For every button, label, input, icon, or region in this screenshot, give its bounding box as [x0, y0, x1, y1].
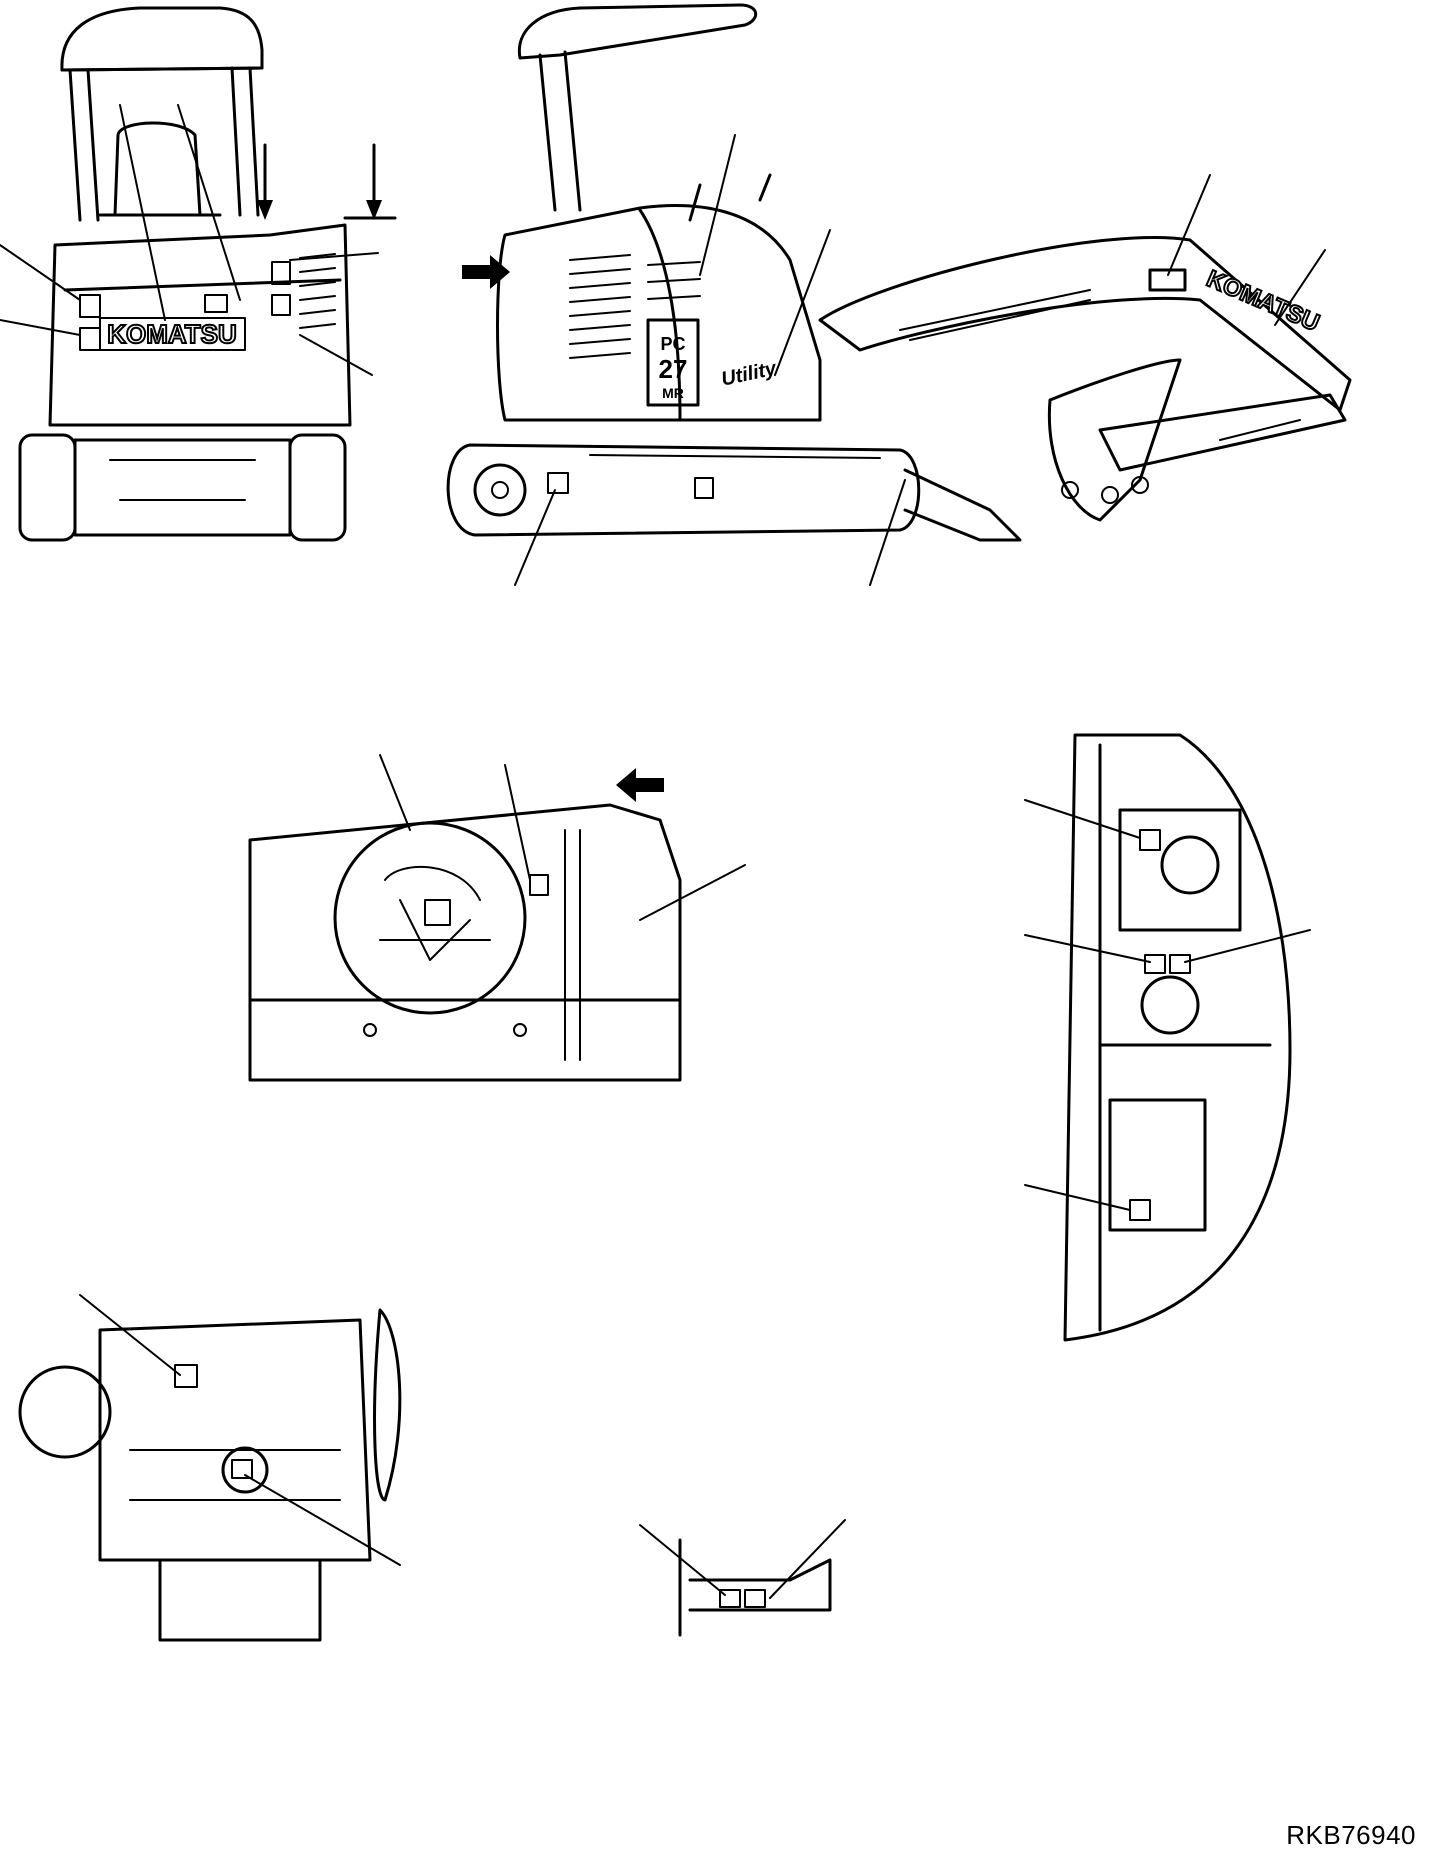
model-badge-line1: PC — [660, 334, 685, 354]
engine-view — [18, 1294, 402, 1642]
utility-badge: Utility — [719, 357, 779, 390]
rear-decal-d — [271, 261, 291, 285]
rear-decal-e — [271, 294, 291, 316]
detail-decal-a — [719, 1589, 741, 1608]
engine-bay-decal-b — [529, 874, 549, 896]
side-view-excavator: PC 27 MR Utility KOMATSU — [446, 3, 1352, 586]
view-direction-arrow-icon — [462, 255, 510, 289]
detail-decal-b — [744, 1589, 766, 1608]
view-direction-arrow-left-icon — [616, 768, 664, 802]
rear-decal-c — [79, 327, 101, 351]
rear-decal-a — [204, 294, 228, 313]
model-badge-line2: 27 — [659, 354, 688, 384]
side-decal-a — [1139, 829, 1161, 851]
engine-decal-b — [231, 1459, 253, 1479]
detail-view — [639, 1519, 846, 1637]
rear-komatsu-logo: KOMATSU — [107, 319, 237, 349]
side-cover-view — [1024, 733, 1311, 1342]
boom-decal — [1148, 268, 1187, 292]
side-decal-b — [1144, 954, 1166, 974]
rear-decal-b — [79, 294, 101, 318]
side-decal-c — [1169, 954, 1191, 974]
engine-bay-view — [248, 754, 746, 1082]
boom-komatsu-logo: KOMATSU — [1203, 265, 1324, 337]
track-frame-decal — [547, 472, 569, 494]
rear-view-excavator: KOMATSU — [0, 6, 397, 542]
drawing-reference-number: RKB76940 — [1286, 1820, 1416, 1850]
engine-decal-a — [174, 1364, 198, 1388]
engine-bay-decal-a — [424, 899, 451, 926]
side-decal-d — [1129, 1199, 1151, 1221]
model-badge-line3: MR — [662, 385, 684, 401]
